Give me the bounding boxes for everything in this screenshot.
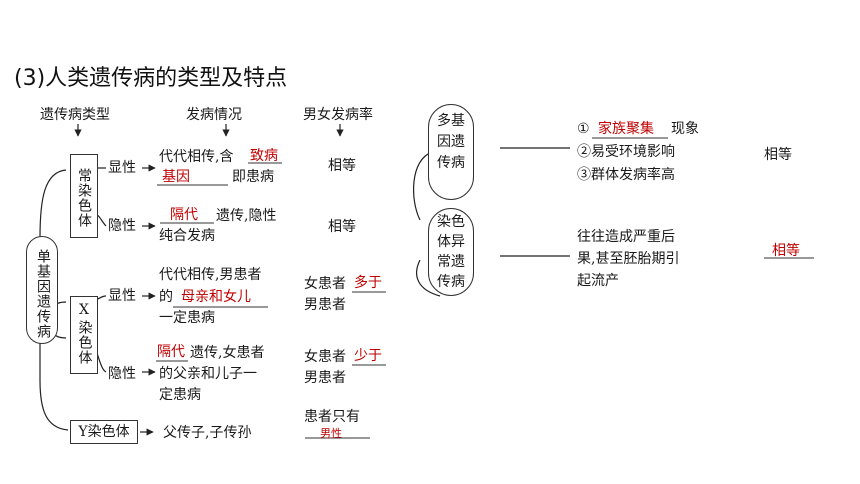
autosomal-label: 常染色体 <box>76 168 92 228</box>
header-disease-type: 遗传病类型 <box>40 107 110 123</box>
polygenic-item1-prefix: ① <box>577 121 590 137</box>
autosomal-dominant-text2: 即患病 <box>232 169 274 185</box>
polygenic-item1-suffix: 现象 <box>671 121 699 137</box>
chromosomal-line2: 果,甚至胚胎期引 <box>577 251 680 267</box>
header-rate: 男女发病率 <box>303 107 373 123</box>
autosomal-dominant-label: 显性 <box>108 160 136 176</box>
x-dominant-line3: 一定患病 <box>159 310 215 326</box>
x-linked-label-top: X <box>79 302 89 318</box>
header-situation: 发病情况 <box>186 107 242 123</box>
chromosomal-rate-blank: 相等 <box>772 243 800 259</box>
polygenic-label: 多基因遗传病 <box>437 113 465 171</box>
x-linked-box: X 染色体 <box>70 296 98 374</box>
x-recessive-line2: 的父亲和儿子一 <box>159 366 257 382</box>
x-dominant-rate-line2: 男患者 <box>304 297 346 313</box>
x-dominant-line2-prefix: 的 <box>159 289 173 305</box>
y-linked-box: Y染色体 <box>70 420 138 444</box>
y-linked-rate-blank: 男性 <box>320 427 342 440</box>
polygenic-box: 多基因遗传病 <box>428 104 474 200</box>
polygenic-rate: 相等 <box>764 147 792 163</box>
autosomal-dominant-rate: 相等 <box>328 158 356 174</box>
autosomal-recessive-blank: 隔代 <box>170 207 198 223</box>
x-dominant-label: 显性 <box>108 288 136 304</box>
polygenic-item2: ②易受环境影响 <box>577 144 675 160</box>
x-linked-label-rest: 染色体 <box>76 320 93 365</box>
single-gene-label: 单基因遗传病 <box>35 249 51 339</box>
x-dominant-rate-blank: 多于 <box>354 275 382 291</box>
autosomal-recessive-text2: 纯合发病 <box>159 228 215 244</box>
y-linked-rate-line1: 患者只有 <box>304 409 360 425</box>
polygenic-item1-blank: 家族聚集 <box>598 121 654 137</box>
autosomal-dominant-blank1: 致病 <box>250 148 278 164</box>
chromosomal-line1: 往往造成严重后 <box>577 229 675 245</box>
x-dominant-line1: 代代相传,男患者 <box>159 267 262 283</box>
x-recessive-rate-line2: 男患者 <box>304 370 346 386</box>
x-recessive-blank: 隔代 <box>157 344 185 360</box>
polygenic-item3: ③群体发病率高 <box>577 167 675 183</box>
chromosomal-box: 染色体异常遗传病 <box>428 208 474 296</box>
autosomal-box: 常染色体 <box>70 154 98 238</box>
y-linked-label: Y染色体 <box>78 424 130 440</box>
x-recessive-rate-blank: 少于 <box>354 348 382 364</box>
x-recessive-rate-prefix: 女患者 <box>304 349 346 365</box>
y-linked-situation: 父传子,子传孙 <box>163 425 252 441</box>
page-title: (3)人类遗传病的类型及特点 <box>14 66 288 91</box>
x-recessive-label: 隐性 <box>108 366 136 382</box>
single-gene-box: 单基因遗传病 <box>26 236 58 344</box>
autosomal-dominant-text1: 代代相传,含 <box>159 149 234 165</box>
autosomal-dominant-blank2: 基因 <box>162 169 190 185</box>
autosomal-recessive-rate: 相等 <box>328 219 356 235</box>
chromosomal-label: 染色体异常遗传病 <box>437 214 465 290</box>
x-recessive-line3: 定患病 <box>159 387 201 403</box>
x-dominant-rate-prefix: 女患者 <box>304 276 346 292</box>
autosomal-recessive-label: 隐性 <box>108 218 136 234</box>
x-dominant-blank: 母亲和女儿 <box>181 289 251 305</box>
x-recessive-line1: 遗传,女患者 <box>190 345 265 361</box>
chromosomal-line3: 起流产 <box>577 273 619 289</box>
autosomal-recessive-text1: 遗传,隐性 <box>216 208 277 224</box>
